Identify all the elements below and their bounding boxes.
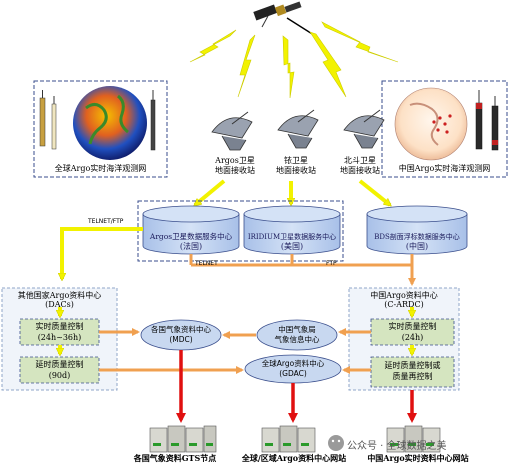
cardc-delayed-label: 延时质量控制或: [384, 361, 441, 370]
iridium-service-label-line1: IRIDIUM卫星数据服务中心: [247, 233, 337, 241]
global-ocean-globe: [73, 86, 147, 160]
iridium-station-label-line2: 地面接收站: [276, 166, 316, 175]
global-network-label: 全球Argo实时海洋观测网: [54, 164, 147, 173]
ftp-label: FTP: [326, 260, 337, 267]
china-network-box: [381, 80, 508, 178]
argos-service-cylinder: [142, 205, 240, 255]
gdac-label: 全球Argo资料中心: [261, 359, 325, 368]
satellite-signal-arrows: [189, 21, 399, 99]
dac-delayed-label: 延时质量控制: [35, 360, 84, 369]
mdc-label: 各国气象资料中心: [151, 325, 211, 334]
iridium-service-label-line2: (美国): [280, 242, 304, 251]
argos-service-label-line1: Argos卫星数据服务中心: [149, 232, 233, 241]
bds-service-label-line2: (中国): [405, 242, 429, 251]
center-link-arrows: [99, 328, 371, 374]
dac-realtime-label: 实时质量控制: [35, 322, 84, 331]
argo-float-icon: [475, 90, 499, 151]
bds-station-label-line2: 地面接收站: [340, 166, 380, 175]
cardc-subtitle: (C-ARDC): [384, 300, 424, 309]
argo-float-icon: [39, 90, 57, 150]
gdac-server-icon: [261, 425, 316, 453]
dac-subtitle: (DACs): [45, 300, 74, 309]
satellite-icon: [253, 1, 302, 28]
cma-ellipse: [256, 319, 338, 351]
china-ocean-globe: [394, 87, 468, 161]
cardc-title: 中国Argo资料中心: [370, 291, 438, 300]
watermark-text: 公众号 · 全球数据之美: [347, 441, 447, 452]
china-network-label: 中国Argo实时海洋观测网: [398, 164, 491, 173]
china-output-label: 中国Argo实时资料中心网站: [367, 453, 469, 463]
mdc-abbr: (MDC): [169, 335, 193, 344]
float-positions: [432, 114, 452, 134]
telnet-label: TELNET: [195, 260, 218, 267]
telnet-ftp-label: TELNET/FTP: [88, 218, 124, 225]
cardc-delayed-qc-box: [370, 356, 455, 388]
service-bus-lines: [189, 254, 416, 286]
ground-station-dish-icon: [211, 111, 253, 151]
argo-float-icon: [150, 90, 156, 151]
cma-label: 中国气象局: [278, 325, 316, 334]
cma-label-2: 气象信息中心: [274, 335, 320, 344]
dac-title: 其他国家Argo资料中心: [17, 291, 102, 300]
global-network-box: [33, 80, 168, 178]
global-output-label: 全球/区域Argo资料中心网站: [241, 453, 347, 463]
china-server-icon: [386, 425, 441, 453]
output-arrows: [176, 350, 417, 423]
telnet-ftp-arrow: [62, 227, 143, 279]
argos-station-label-line2: 地面接收站: [215, 166, 255, 175]
argos-service-label-line2: (法国): [179, 242, 203, 251]
iridium-station-label-line1: 铱卫星: [284, 156, 308, 165]
cardc-delayed-label-2: 质量再控制: [392, 372, 433, 381]
gts-server-icon: [149, 425, 217, 453]
dac-realtime-period: (24h~36h): [37, 333, 82, 342]
gts-output-label: 各国气象资料GTS节点: [133, 453, 217, 463]
iridium-service-cylinder: [243, 205, 341, 255]
bds-service-cylinder: [366, 205, 468, 255]
wechat-icon: [328, 435, 344, 451]
ground-station-dish-icon: [277, 109, 319, 149]
bds-service-label-line1: BDS剖面浮标数据服务中心: [374, 233, 460, 241]
cardc-realtime-period: (24h): [401, 333, 424, 342]
dac-delayed-period: (90d): [48, 371, 71, 380]
continent-shape: [85, 103, 108, 145]
dac-realtime-qc-box: [19, 318, 100, 346]
continent-shape: [409, 102, 439, 146]
argos-station-label-line1: Argos卫星: [215, 156, 255, 165]
bds-station-label-line1: 北斗卫星: [344, 156, 376, 165]
ground-station-dish-icon: [343, 109, 385, 149]
continent-shape: [117, 94, 129, 134]
gdac-abbr: (GDAC): [279, 369, 307, 378]
cardc-realtime-label: 实时质量控制: [388, 322, 437, 331]
